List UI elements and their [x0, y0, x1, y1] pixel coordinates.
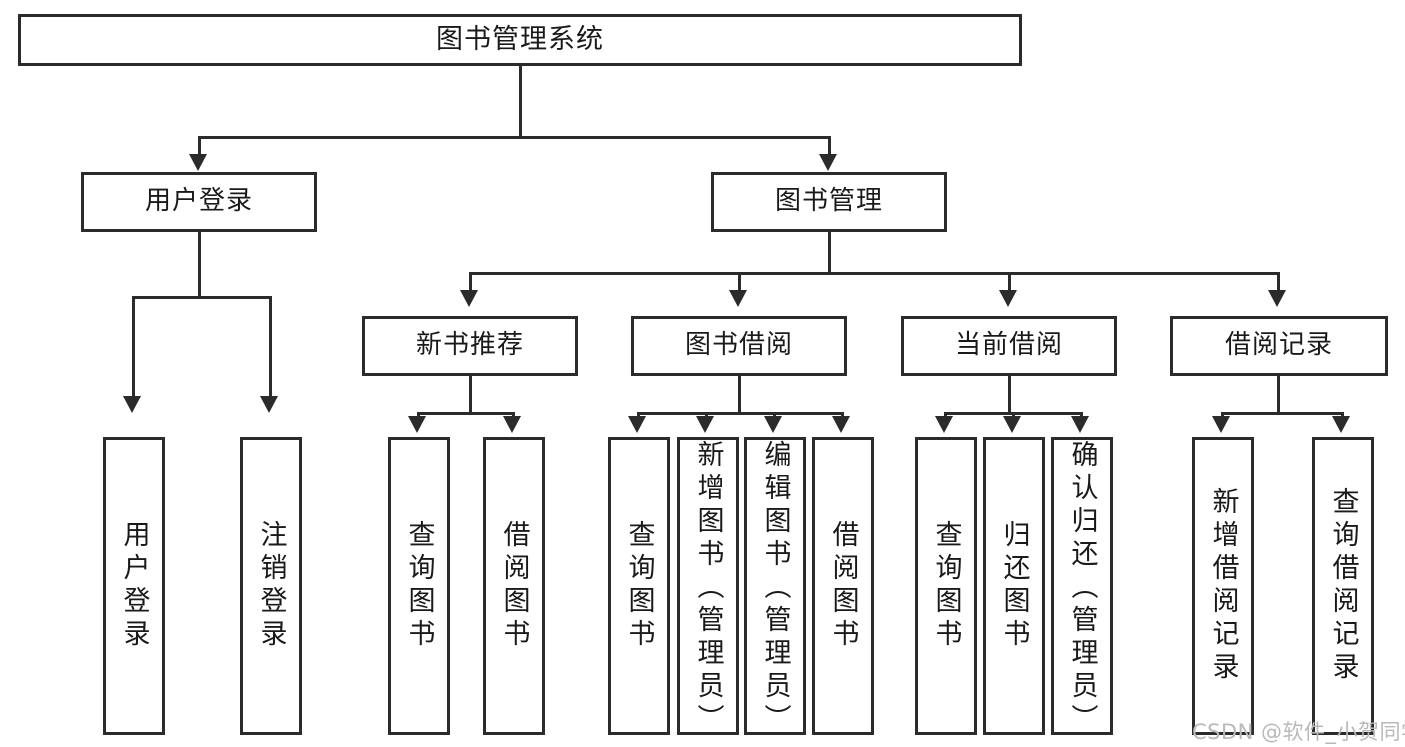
watermark-text: CSDN @软件_小贺同学 — [1192, 720, 1405, 744]
node-user-login[interactable]: 用户登录 — [81, 172, 317, 232]
node-label-user-login: 用户登录 — [144, 186, 253, 217]
node-label-book-borrow: 图书借阅 — [684, 330, 793, 361]
node-label-current-borrow: 当前借阅 — [954, 330, 1063, 361]
node-label-root: 图书管理系统 — [436, 23, 604, 55]
node-label-leaf-query-book-2: 查询图书 — [623, 520, 655, 652]
node-label-new-book-recommend: 新书推荐 — [415, 330, 524, 361]
connector-ul-bus-to-leaf1 — [132, 296, 135, 396]
node-label-leaf-logout-login: 注销登录 — [255, 520, 287, 652]
connector-l1-bus-to-user-login — [198, 136, 201, 154]
arrowhead-arrow-cb-leaf1 — [935, 416, 953, 433]
node-current-borrow[interactable]: 当前借阅 — [901, 316, 1117, 376]
node-leaf-query-book-2[interactable]: 查询图书 — [608, 437, 670, 735]
node-leaf-logout-login[interactable]: 注销登录 — [240, 437, 302, 735]
node-leaf-user-login[interactable]: 用户登录 — [103, 437, 165, 735]
node-borrow-record[interactable]: 借阅记录 — [1170, 316, 1388, 376]
arrowhead-arrow-newbook — [460, 290, 478, 307]
connector-cb-bus — [944, 412, 1082, 415]
arrowhead-arrow-bb-leaf1 — [628, 416, 646, 433]
node-label-leaf-edit-book-admin: 编辑图书（管理员） — [759, 440, 791, 737]
arrowhead-arrow-nb-leaf2 — [503, 416, 521, 433]
arrowhead-arrow-borrow — [729, 290, 747, 307]
connector-l1-bus-to-book-manage — [828, 136, 831, 154]
node-leaf-confirm-return-admin[interactable]: 确认归还（管理员） — [1051, 437, 1113, 737]
connector-user-login-stem — [198, 232, 201, 294]
connector-l2-bus-to-record — [1277, 272, 1280, 290]
node-label-leaf-borrow-book-1: 借阅图书 — [498, 520, 530, 652]
node-leaf-return-book[interactable]: 归还图书 — [983, 437, 1045, 735]
node-label-leaf-query-borrow-record: 查询借阅记录 — [1327, 487, 1359, 685]
node-leaf-query-book-3[interactable]: 查询图书 — [915, 437, 977, 735]
arrowhead-arrow-current — [999, 290, 1017, 307]
connector-record-stem — [1277, 376, 1280, 412]
node-label-leaf-add-borrow-record: 新增借阅记录 — [1207, 487, 1239, 685]
node-label-leaf-query-book-3: 查询图书 — [930, 520, 962, 652]
connector-current-stem — [1008, 376, 1011, 412]
node-label-leaf-user-login: 用户登录 — [118, 520, 150, 652]
node-leaf-add-book-admin[interactable]: 新增图书（管理员） — [677, 437, 739, 737]
arrowhead-arrow-cb-leaf2 — [1003, 416, 1021, 433]
connector-userlogin-leaf-stem — [198, 294, 201, 296]
node-leaf-borrow-book-1[interactable]: 借阅图书 — [483, 437, 545, 735]
arrowhead-arrow-br-leaf1 — [1212, 416, 1230, 433]
arrowhead-arrow-book-manage — [819, 154, 837, 171]
node-new-book-recommend[interactable]: 新书推荐 — [362, 316, 578, 376]
connector-l1-bus — [198, 136, 830, 139]
node-leaf-query-book-1[interactable]: 查询图书 — [388, 437, 450, 735]
connector-ul-bus-to-leaf2 — [269, 296, 272, 396]
node-leaf-query-borrow-record[interactable]: 查询借阅记录 — [1312, 437, 1374, 735]
node-leaf-add-borrow-record[interactable]: 新增借阅记录 — [1192, 437, 1254, 735]
node-book-borrow[interactable]: 图书借阅 — [631, 316, 847, 376]
arrowhead-arrow-bb-leaf3 — [764, 416, 782, 433]
node-label-leaf-confirm-return-admin: 确认归还（管理员） — [1066, 440, 1098, 737]
arrowhead-arrow-ul-leaf1 — [123, 396, 141, 413]
node-label-leaf-return-book: 归还图书 — [998, 520, 1030, 652]
connector-l2-bus — [469, 272, 1279, 275]
connector-l2-bus-to-newbook — [469, 272, 472, 290]
arrowhead-arrow-ul-leaf2 — [260, 396, 278, 413]
connector-nb-bus — [417, 412, 514, 415]
node-label-book-manage: 图书管理 — [774, 186, 883, 217]
connector-l2-bus-to-current — [1008, 272, 1011, 290]
arrowhead-arrow-user-login — [189, 154, 207, 171]
arrowhead-arrow-cb-leaf3 — [1071, 416, 1089, 433]
node-label-leaf-add-book-admin: 新增图书（管理员） — [692, 440, 724, 737]
connector-root-stem — [519, 66, 522, 136]
node-book-manage[interactable]: 图书管理 — [711, 172, 947, 232]
arrowhead-arrow-record — [1268, 290, 1286, 307]
connector-bb-bus — [637, 412, 843, 415]
node-root[interactable]: 图书管理系统 — [18, 14, 1022, 66]
arrowhead-arrow-nb-leaf1 — [408, 416, 426, 433]
connector-book-manage-stem — [828, 232, 831, 272]
arrowhead-arrow-bb-leaf2 — [696, 416, 714, 433]
node-leaf-borrow-book-2[interactable]: 借阅图书 — [812, 437, 874, 735]
connector-br-bus — [1221, 412, 1343, 415]
arrowhead-arrow-bb-leaf4 — [832, 416, 850, 433]
node-label-leaf-borrow-book-2: 借阅图书 — [827, 520, 859, 652]
connector-borrow-stem — [738, 376, 741, 412]
node-label-borrow-record: 借阅记录 — [1224, 330, 1333, 361]
connector-newbook-stem — [469, 376, 472, 412]
node-label-leaf-query-book-1: 查询图书 — [403, 520, 435, 652]
arrowhead-arrow-br-leaf2 — [1332, 416, 1350, 433]
node-leaf-edit-book-admin[interactable]: 编辑图书（管理员） — [744, 437, 806, 737]
connector-ul-bus — [132, 296, 271, 299]
connector-l2-bus-to-borrow — [738, 272, 741, 290]
